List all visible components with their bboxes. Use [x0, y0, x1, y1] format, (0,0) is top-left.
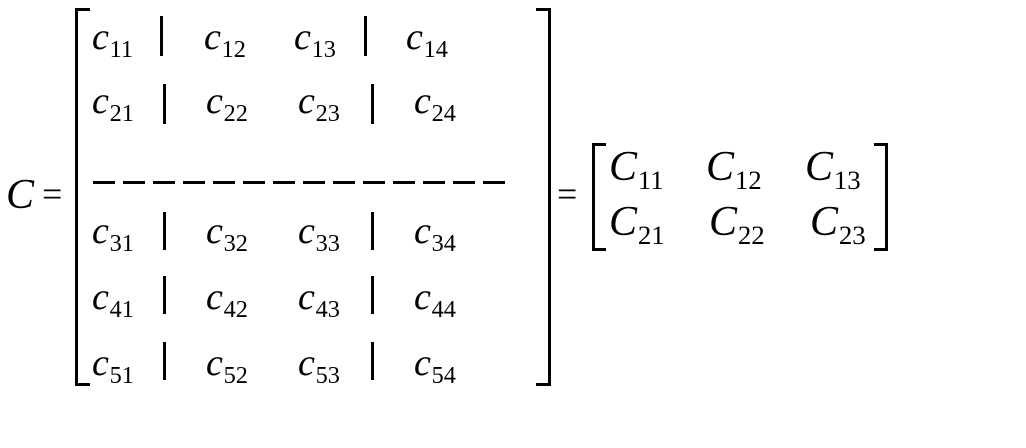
matrix-c-entry-24: c24: [414, 80, 456, 127]
matrix-c-vertical-partition-1-row5: [163, 342, 166, 380]
matrix-c-entry-32: c32: [206, 210, 248, 257]
matrix-c-entry-51: c51: [92, 342, 134, 389]
matrix-c-entry-42: c42: [206, 276, 248, 323]
block-matrix-entry-23: C23: [810, 199, 866, 250]
block-matrix-right-bracket: [874, 143, 888, 251]
matrix-c-entry-22: c22: [206, 80, 248, 127]
block-matrix-entry-22: C22: [709, 199, 765, 250]
block-matrix-entry-12: C12: [706, 144, 762, 195]
block-matrix-entry-21: C21: [609, 199, 665, 250]
matrix-c-entry-41: c41: [92, 276, 134, 323]
matrix-c-entry-33: c33: [298, 210, 340, 257]
matrix-symbol-c: C: [6, 172, 35, 218]
matrix-c-entry-12: c12: [204, 16, 246, 63]
matrix-c-entry-21: c21: [92, 80, 134, 127]
equals-sign: =: [42, 174, 63, 214]
block-matrix-entry-13: C13: [805, 144, 861, 195]
matrix-c-left-bracket: [75, 8, 90, 386]
matrix-c-entry-23: c23: [298, 80, 340, 127]
matrix-c-vertical-partition-2-upper: [364, 16, 367, 56]
matrix-c-right-bracket: [536, 8, 551, 386]
matrix-c-entry-14: c14: [406, 16, 448, 63]
matrix-c-vertical-partition-2-row2: [371, 84, 374, 124]
matrix-c-entry-44: c44: [414, 276, 456, 323]
matrix-c-vertical-partition-1-row3: [163, 212, 166, 250]
matrix-c-vertical-partition-2-row5: [371, 342, 374, 380]
matrix-c-vertical-partition-2-row4: [371, 276, 374, 314]
matrix-c-vertical-partition-1-upper: [160, 16, 163, 56]
matrix-c-vertical-partition-1-row2: [163, 84, 166, 124]
matrix-c-entry-13: c13: [294, 16, 336, 63]
matrix-c-entry-52: c52: [206, 342, 248, 389]
matrix-c-entry-34: c34: [414, 210, 456, 257]
matrix-c-entry-11: c11: [92, 16, 134, 63]
matrix-c-entry-53: c53: [298, 342, 340, 389]
matrix-c-entry-43: c43: [298, 276, 340, 323]
matrix-c-vertical-partition-1-row4: [163, 276, 166, 314]
matrix-c-vertical-partition-2-row3: [371, 212, 374, 250]
matrix-c-entry-54: c54: [414, 342, 456, 389]
matrix-c-entry-31: c31: [92, 210, 134, 257]
equals-sign-2: =: [557, 174, 578, 214]
block-matrix-entry-11: C11: [609, 144, 664, 195]
block-matrix-left-bracket: [592, 143, 606, 251]
